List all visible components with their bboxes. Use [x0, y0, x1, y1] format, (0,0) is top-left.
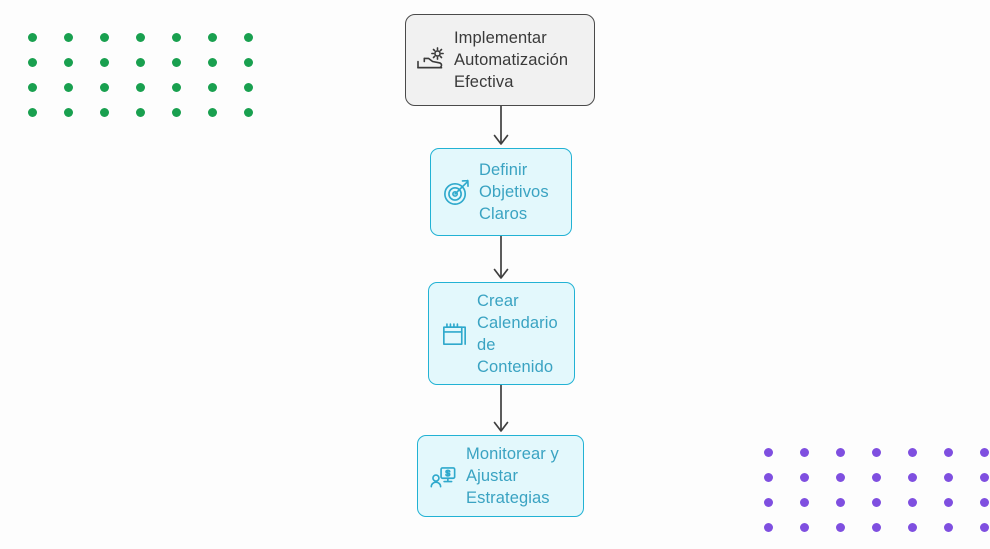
grid-dot [27, 83, 37, 92]
grid-dot [135, 108, 145, 117]
grid-dot [207, 108, 217, 117]
grid-dot [243, 108, 253, 117]
flow-node-implementar[interactable]: Implementar Automatización Efectiva [405, 14, 595, 106]
grid-dot [243, 58, 253, 67]
grid-dot [943, 523, 953, 532]
flow-node-calendario[interactable]: Crear Calendario de Contenido [428, 282, 575, 385]
person-monitor-dollar-icon [426, 459, 460, 493]
grid-dot [63, 33, 73, 42]
grid-dot [171, 33, 181, 42]
grid-dot [979, 498, 989, 507]
grid-dot [763, 523, 773, 532]
grid-dot [835, 448, 845, 457]
grid-dot [135, 33, 145, 42]
grid-dot [871, 448, 881, 457]
grid-dot [943, 473, 953, 482]
grid-dot [907, 498, 917, 507]
flow-node-label: Definir Objetivos Claros [479, 161, 549, 223]
grid-dot [907, 448, 917, 457]
grid-dot [27, 108, 37, 117]
grid-dot [171, 83, 181, 92]
grid-dot [835, 523, 845, 532]
grid-dot [907, 523, 917, 532]
grid-dot [799, 498, 809, 507]
grid-dot [799, 473, 809, 482]
flow-node-monitorear[interactable]: Monitorear y Ajustar Estrategias [417, 435, 584, 517]
flow-node-label: Implementar Automatización Efectiva [454, 29, 569, 91]
grid-dot [207, 83, 217, 92]
grid-dot [871, 523, 881, 532]
grid-dot [799, 448, 809, 457]
grid-dot [99, 108, 109, 117]
connector-objetivos-to-calendario [493, 236, 509, 279]
target-arrow-icon [439, 175, 473, 209]
grid-dot [763, 498, 773, 507]
grid-dot [835, 473, 845, 482]
grid-dot [943, 448, 953, 457]
grid-dot [763, 473, 773, 482]
grid-dot [63, 58, 73, 67]
purple-dot-grid [750, 440, 990, 540]
grid-dot [27, 58, 37, 67]
grid-dot [135, 83, 145, 92]
connector-implementar-to-objetivos [493, 106, 509, 145]
grid-dot [763, 448, 773, 457]
grid-dot [835, 498, 845, 507]
grid-dot [207, 58, 217, 67]
grid-dot [99, 33, 109, 42]
grid-dot [979, 523, 989, 532]
grid-dot [871, 473, 881, 482]
flow-node-label: Monitorear y Ajustar Estrategias [466, 445, 559, 507]
grid-dot [63, 83, 73, 92]
grid-dot [171, 108, 181, 117]
grid-dot [871, 498, 881, 507]
grid-dot [207, 33, 217, 42]
grid-dot [943, 498, 953, 507]
grid-dot [171, 58, 181, 67]
grid-dot [243, 33, 253, 42]
grid-dot [799, 523, 809, 532]
connector-calendario-to-monitorear [493, 385, 509, 432]
grid-dot [135, 58, 145, 67]
green-dot-grid [14, 25, 266, 125]
grid-dot [243, 83, 253, 92]
grid-dot [907, 473, 917, 482]
grid-dot [27, 33, 37, 42]
grid-dot [979, 473, 989, 482]
grid-dot [99, 83, 109, 92]
shoe-gear-icon [414, 43, 448, 77]
grid-dot [99, 58, 109, 67]
flow-node-objetivos[interactable]: Definir Objetivos Claros [430, 148, 572, 236]
calendar-icon [437, 317, 471, 351]
flow-node-label: Crear Calendario de Contenido [477, 291, 558, 376]
grid-dot [63, 108, 73, 117]
grid-dot [979, 448, 989, 457]
